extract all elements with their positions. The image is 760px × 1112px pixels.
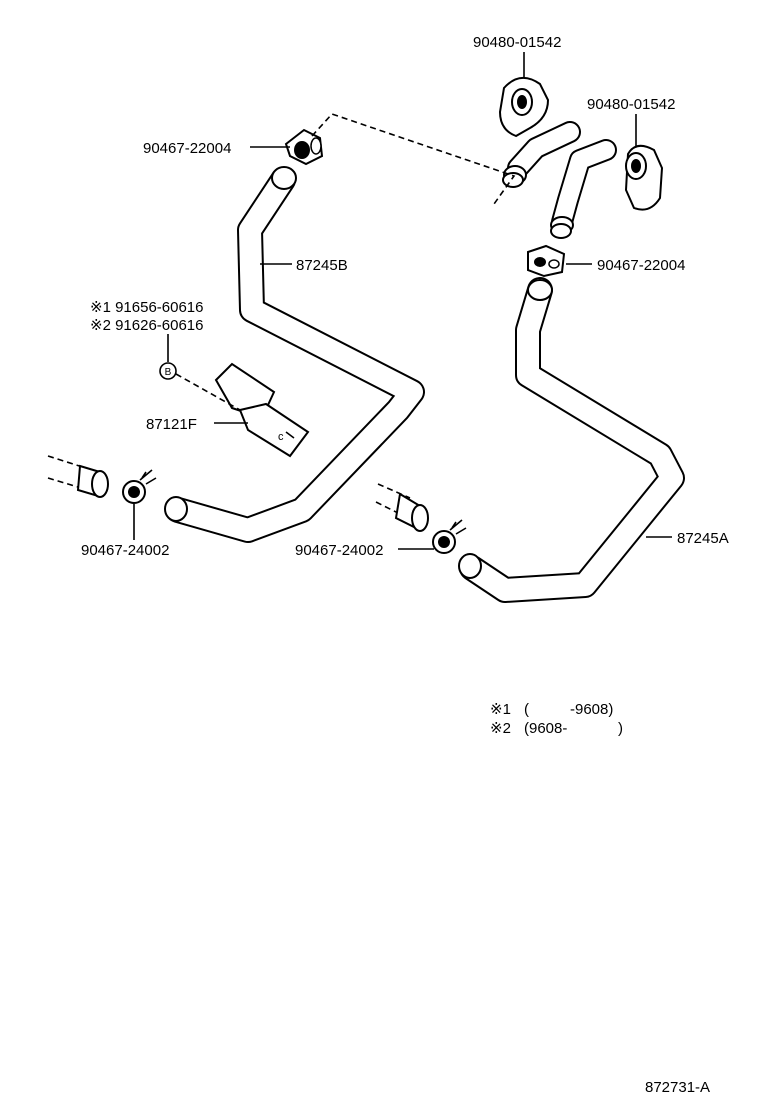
pipe-stub-lower-left xyxy=(47,455,109,498)
legend: ※1 ( -9608) ※2 (9608- ) xyxy=(490,701,623,737)
label-bolt-option-2: ※2 91626-60616 xyxy=(90,317,204,334)
legend-note-1-range: -9608) xyxy=(570,701,613,718)
label-clip-upper-right: 90467-22004 xyxy=(597,257,685,274)
label-clip-lower-left: 90467-24002 xyxy=(81,542,169,559)
label-clip-upper-left: 90467-22004 xyxy=(143,140,231,157)
label-grommet-right: 90480-01542 xyxy=(587,96,675,113)
pipe-stub-lower-mid xyxy=(375,483,429,532)
legend-note-1-open: ( xyxy=(524,701,529,718)
clip-upper-right xyxy=(527,244,566,278)
label-hose-b: 87245B xyxy=(296,257,348,274)
label-clip-lower-mid: 90467-24002 xyxy=(295,542,383,559)
figure-code: 872731-A xyxy=(645,1079,710,1096)
label-bracket: 87121F xyxy=(146,416,197,433)
clip-lower-mid xyxy=(432,519,467,554)
hose-87245a xyxy=(458,277,685,603)
label-hose-a: 87245A xyxy=(677,530,729,547)
legend-note-1-mark: ※1 xyxy=(490,701,511,718)
label-grommet-upper: 90480-01542 xyxy=(473,34,561,51)
legend-note-2-mark: ※2 xyxy=(490,720,511,737)
clip-lower-left xyxy=(122,469,157,504)
label-bolt-option-1: ※1 91656-60616 xyxy=(90,299,204,316)
leader-lines xyxy=(133,52,672,550)
bolt-marker: B xyxy=(159,334,241,411)
pipe-stub-upper-right xyxy=(550,139,617,239)
svg-text:c: c xyxy=(278,431,284,443)
bracket-87121f: c xyxy=(214,362,310,458)
clip-upper-left xyxy=(284,128,324,166)
legend-note-2-close: ) xyxy=(618,720,623,737)
legend-note-2-range: (9608- xyxy=(524,720,567,737)
hose-87245b xyxy=(164,166,425,543)
grommet-right xyxy=(624,144,664,211)
relation-line-upper xyxy=(311,113,516,205)
pipe-stub-upper-left xyxy=(502,121,581,188)
bolt-marker-label: B xyxy=(165,367,172,378)
grommet-upper xyxy=(498,77,550,138)
